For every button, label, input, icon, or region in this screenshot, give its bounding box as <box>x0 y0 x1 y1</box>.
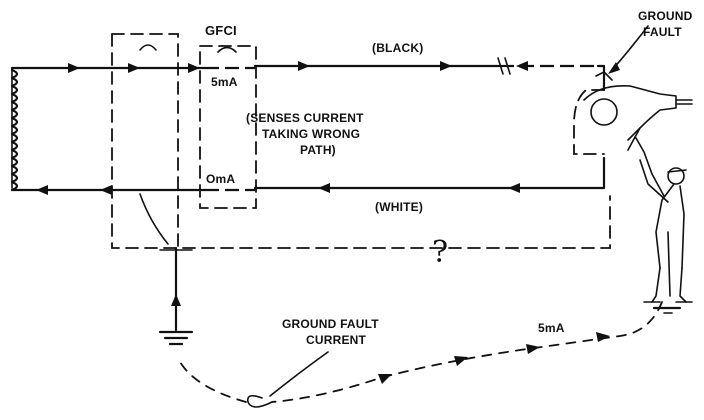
black-wire-arrows <box>68 61 528 73</box>
white-current-reading: OmA <box>206 172 235 186</box>
ground-fault-label-line1: GROUND <box>638 9 693 23</box>
ground-fault-current-label-line2: CURRENT <box>306 333 367 347</box>
black-wire <box>10 57 606 92</box>
transformer-coil-icon <box>10 67 19 192</box>
ground-fault-label-line2: FAULT <box>643 25 682 39</box>
white-wire-arrows <box>36 183 520 195</box>
drill-outline <box>573 84 693 155</box>
ground-fault-return-path <box>179 301 663 408</box>
ground-fault-current-label-line1: GROUND FAULT <box>282 317 379 331</box>
senses-label-line1: (SENSES CURRENT <box>246 111 364 125</box>
fault-current-reading: 5mA <box>538 321 565 335</box>
white-wire-label: (WHITE) <box>375 200 423 214</box>
worker-figure-icon <box>635 137 693 314</box>
gfci-box <box>199 45 257 209</box>
dashed-circuit-boundary <box>111 33 611 249</box>
fault-current-pointer <box>269 351 329 397</box>
ground-fault-pointer <box>595 25 649 81</box>
black-wire-label: (BLACK) <box>372 41 423 55</box>
senses-label-line2: TAKING WRONG <box>262 127 360 141</box>
black-current-reading: 5mA <box>211 75 238 89</box>
gfci-label: GFCI <box>205 23 237 38</box>
question-mark: ? <box>432 235 448 270</box>
panel-ground-icon <box>139 193 194 346</box>
senses-label-line3: PATH) <box>300 143 336 157</box>
